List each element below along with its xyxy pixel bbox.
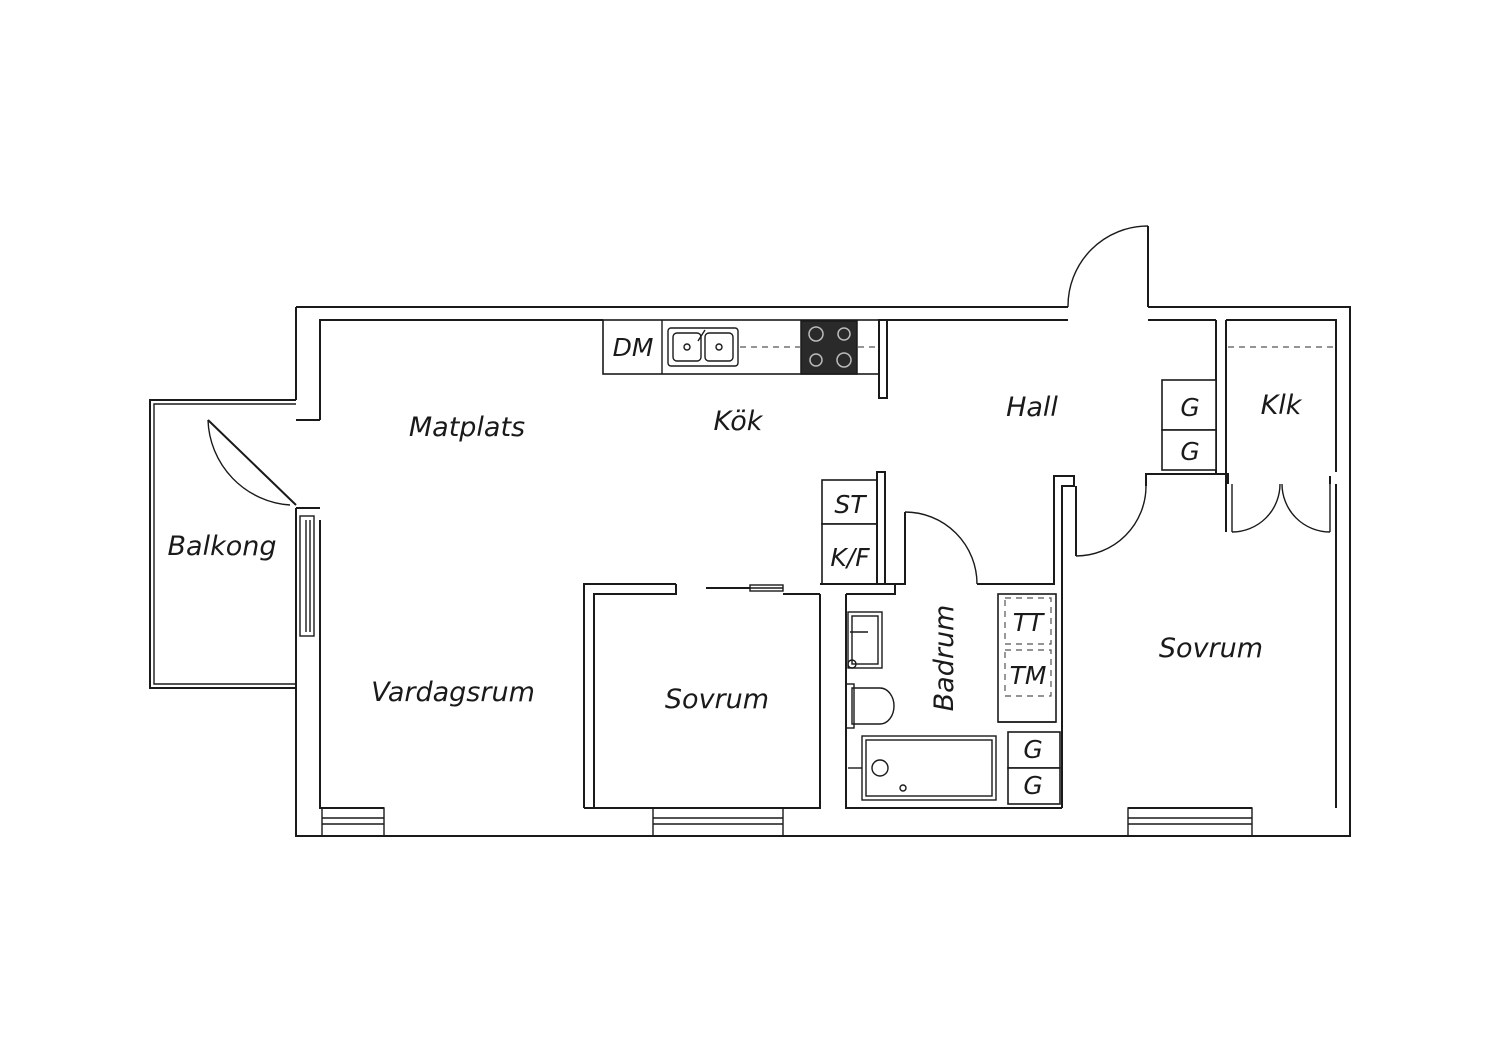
fixture-label-st: ST	[834, 490, 867, 519]
balcony	[149, 399, 297, 689]
fixture-label-g-hall-bottom: G	[1180, 437, 1199, 466]
fixture-label-tm: TM	[1010, 661, 1047, 690]
fixture-label-g-hall-top: G	[1180, 393, 1199, 422]
hall-storage	[1161, 379, 1217, 471]
entrance-door	[1067, 225, 1149, 308]
bathtub	[848, 735, 997, 801]
kitchen-hall-wall	[878, 319, 888, 399]
bath-storage	[1007, 731, 1061, 805]
stove	[800, 320, 858, 375]
st-kf-cabinets	[821, 471, 886, 585]
room-label-badrum: Badrum	[929, 605, 960, 712]
room-label-sovrum-middle: Sovrum	[665, 684, 769, 715]
window-vardagsrum	[321, 807, 385, 837]
washbasin	[847, 611, 883, 669]
room-label-balkong: Balkong	[168, 531, 277, 562]
room-label-sovrum-right: Sovrum	[1159, 633, 1263, 664]
fixture-label-dm: DM	[613, 333, 654, 362]
room-label-vardagsrum: Vardagsrum	[371, 677, 535, 708]
room-label-hall: Hall	[1006, 392, 1058, 423]
window-sovrum-middle	[652, 807, 784, 837]
window-sovrum-right	[1127, 807, 1253, 837]
interior-walls	[583, 320, 1334, 809]
room-label-matplats: Matplats	[409, 412, 525, 443]
fixture-label-g-bath-top: G	[1023, 735, 1042, 764]
window-balkong	[299, 515, 315, 637]
toilet	[845, 683, 895, 729]
fixture-label-g-bath-bottom: G	[1023, 771, 1042, 800]
fixture-label-tt: TT	[1013, 608, 1045, 637]
fixture-label-kf: K/F	[830, 543, 870, 572]
laundry-units	[997, 593, 1057, 723]
sink	[667, 327, 739, 367]
room-label-klk: Klk	[1261, 390, 1303, 421]
room-label-kok: Kök	[714, 406, 764, 437]
